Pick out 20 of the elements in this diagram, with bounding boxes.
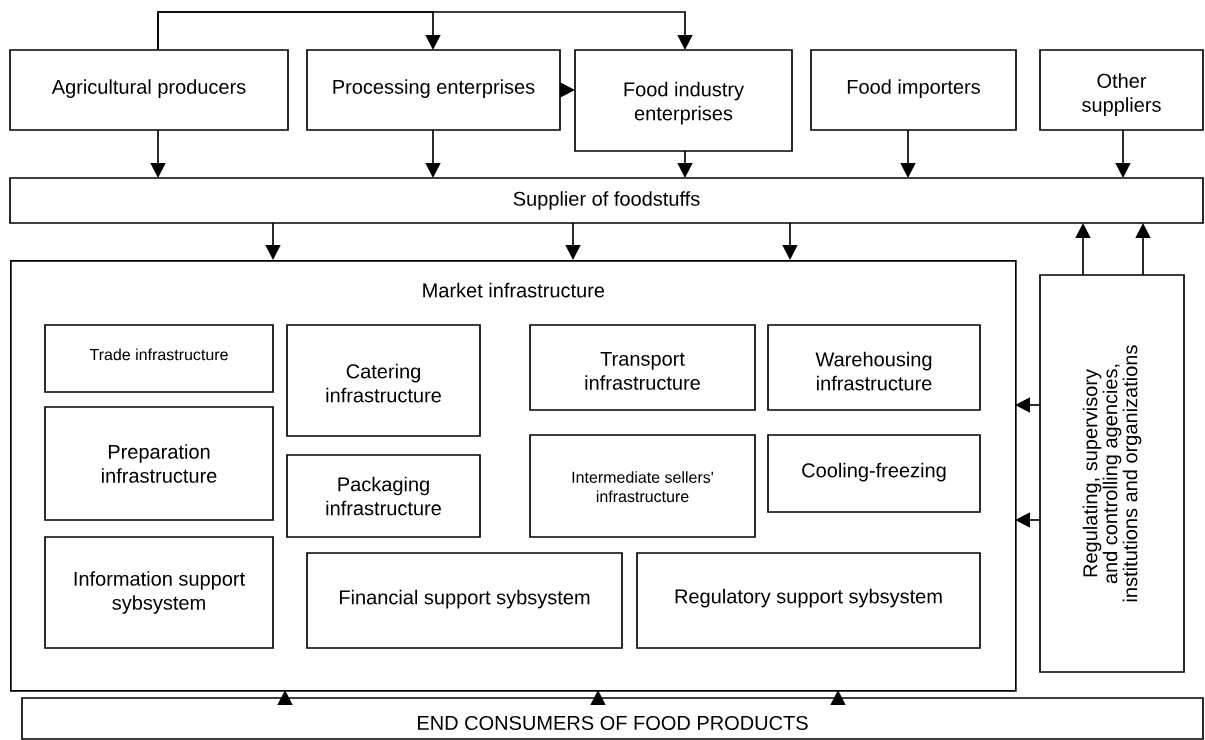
- agency-box: Regulating, supervisory and controlling agencies, institutions and organizations: [1039, 274, 1185, 673]
- infrastructure-box: Preparation infrastructure: [44, 406, 274, 521]
- infrastructure-box: Catering infrastructure: [286, 324, 481, 437]
- infrastructure-box: Packaging infrastructure: [286, 454, 481, 538]
- process-box: Agricultural producers: [9, 49, 289, 131]
- process-box: Food importers: [810, 49, 1017, 131]
- process-box: Other suppliers: [1039, 49, 1204, 131]
- infrastructure-box: Cooling-freezing: [767, 434, 981, 513]
- process-box: Food industry enterprises: [574, 49, 793, 152]
- infrastructure-box: Transport infrastructure: [529, 324, 756, 411]
- infrastructure-box: Warehousing infrastructure: [767, 324, 981, 411]
- infrastructure-box: Information support sybsystem: [44, 536, 274, 649]
- arrow: [157, 11, 693, 51]
- infrastructure-box: Intermediate sellers' infrastructure: [529, 434, 756, 538]
- infrastructure-box: Financial support sybsystem: [306, 552, 623, 649]
- infrastructure-box: Trade infrastructure: [44, 324, 274, 393]
- process-box: END CONSUMERS OF FOOD PRODUCTS: [21, 697, 1204, 740]
- process-box: Supplier of foodstuffs: [9, 177, 1204, 224]
- process-box: Processing enterprises: [306, 49, 561, 131]
- infrastructure-box: Regulatory support sybsystem: [636, 552, 981, 649]
